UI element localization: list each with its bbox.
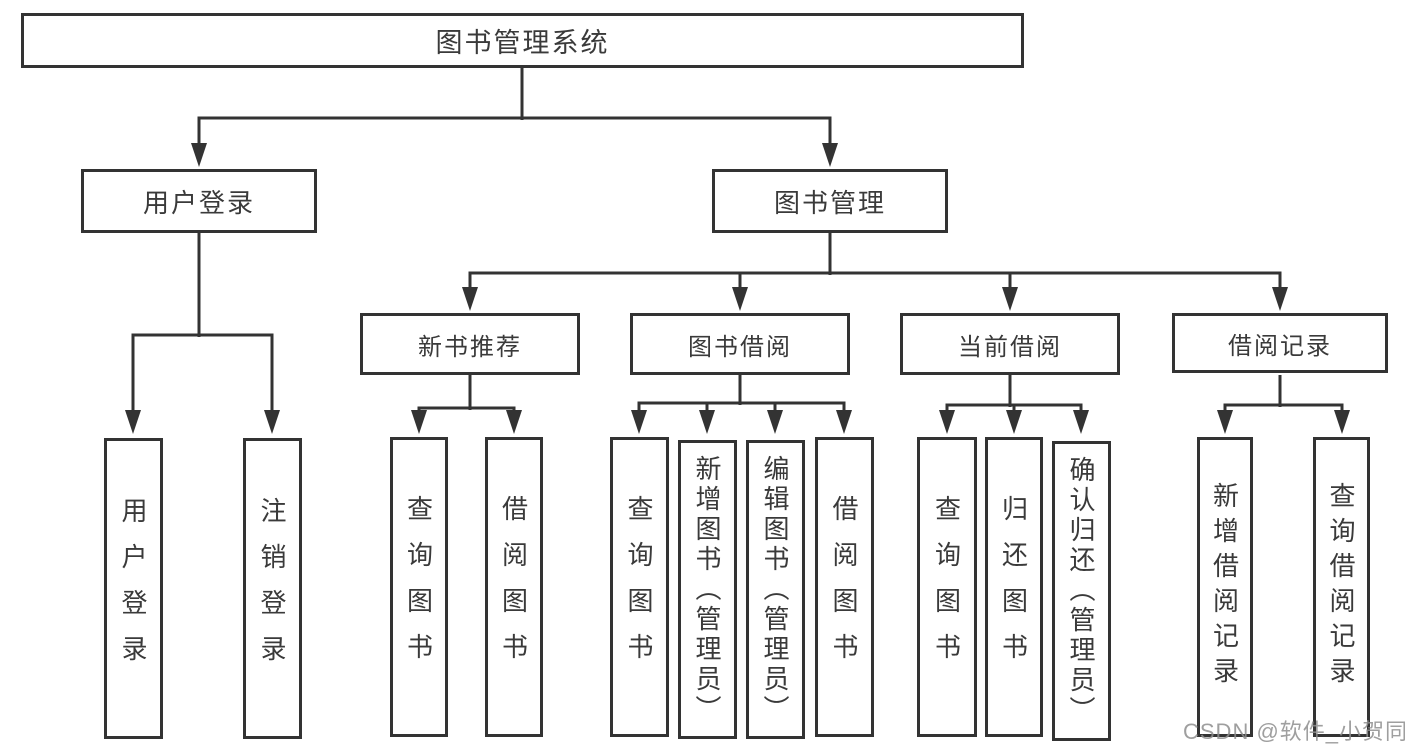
leaf-query-books-recommend: 查询图书: [390, 437, 448, 737]
wire-records-branch: [1223, 403, 1344, 412]
leaf-borrow-books: 借阅图书: [815, 437, 874, 737]
leaf-add-books-admin: 新增图书（管理员）: [678, 440, 737, 739]
wire-userlogin-branch: [131, 333, 274, 412]
wire-borrow-branch: [637, 401, 846, 412]
node-book-borrowing: 图书借阅: [630, 313, 850, 375]
leaf-query-books-borrow: 查询图书: [610, 437, 669, 737]
node-new-book-recommendation: 新书推荐: [360, 313, 580, 375]
leaf-add-borrow-record: 新增借阅记录: [1197, 437, 1253, 737]
node-current-borrowing: 当前借阅: [900, 313, 1120, 375]
leaf-query-borrow-record: 查询借阅记录: [1313, 437, 1370, 737]
wire-level3-branch: [468, 271, 1282, 290]
node-library-system: 图书管理系统: [21, 13, 1024, 68]
leaf-user-login: 用户登录: [104, 438, 163, 739]
wire-level2-branch: [197, 116, 832, 145]
arrowheads: [125, 143, 1350, 434]
leaf-confirm-return-admin: 确认归还（管理员）: [1052, 441, 1111, 741]
watermark: CSDN @软件_小贺同学: [1183, 719, 1405, 744]
wire-newbook-branch: [417, 406, 516, 412]
leaf-return-books: 归还图书: [985, 437, 1043, 737]
node-user-login: 用户登录: [81, 169, 317, 233]
leaf-borrow-books-recommend: 借阅图书: [485, 437, 543, 737]
leaf-edit-books-admin: 编辑图书（管理员）: [746, 440, 805, 739]
leaf-logout: 注销登录: [243, 438, 302, 739]
leaf-query-books-current: 查询图书: [917, 437, 977, 737]
node-book-management: 图书管理: [712, 169, 948, 233]
node-borrowing-records: 借阅记录: [1172, 313, 1388, 373]
